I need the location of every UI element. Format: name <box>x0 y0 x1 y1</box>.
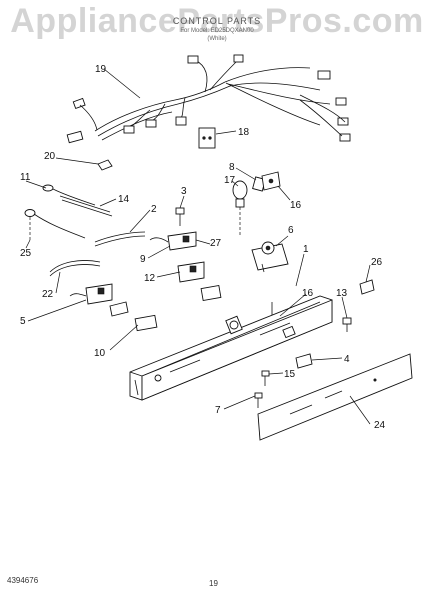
drain-tube <box>49 260 101 277</box>
callout-3: 3 <box>181 186 187 197</box>
callout-26: 25 <box>20 248 32 259</box>
callout-16: 16 <box>302 288 314 299</box>
thermostat <box>251 241 289 273</box>
bracket <box>109 301 129 317</box>
label-10 <box>134 314 158 332</box>
callout-25: 24 <box>374 420 386 431</box>
footer-code: 4394676 <box>7 576 39 585</box>
callout-2: 2 <box>151 204 157 215</box>
callout-12: 12 <box>144 273 156 284</box>
diagram-heading: CONTROL PARTS <box>172 16 262 26</box>
diagram-subheading-color: (White) <box>207 36 227 42</box>
label-27 <box>200 285 222 301</box>
sensor <box>24 184 96 240</box>
callout-6: 6 <box>288 225 294 236</box>
callout-7: 7 <box>215 405 221 416</box>
callout-5: 5 <box>20 316 26 327</box>
callout-10: 10 <box>94 348 106 359</box>
callout-8: 8 <box>229 162 235 173</box>
callout-1: 1 <box>303 244 309 255</box>
screw <box>175 207 185 226</box>
wire-clip <box>97 159 113 171</box>
callout-11: 11 <box>20 172 31 183</box>
switch-lower <box>69 283 113 305</box>
callout-18: 18 <box>238 127 250 138</box>
screw-13 <box>342 317 352 332</box>
screw-7 <box>254 392 263 408</box>
callout-4: 4 <box>344 354 350 365</box>
callout-19: 17 <box>224 175 236 186</box>
callout-9: 9 <box>140 254 146 265</box>
callout-15: 15 <box>284 369 296 380</box>
callout-27: 27 <box>210 238 222 249</box>
callout-numbers: 19 18 20 11 14 2 3 27 9 12 25 22 5 10 17… <box>20 64 386 431</box>
switch <box>149 231 197 251</box>
watermark: AppliancePartsPros.com <box>10 2 424 40</box>
callout-14: 14 <box>118 194 130 205</box>
callout-24: 26 <box>371 257 383 268</box>
callout-22: 20 <box>44 151 56 162</box>
screw-15 <box>261 370 270 386</box>
callout-17: 16 <box>290 200 302 211</box>
wire-harness <box>66 54 351 144</box>
clip-24 <box>359 279 375 295</box>
front-panel <box>257 353 413 441</box>
light-bulb <box>232 180 248 235</box>
connector-plate <box>198 127 216 149</box>
tube <box>59 195 113 217</box>
leader-lines <box>25 68 371 425</box>
callout-20: 19 <box>95 64 107 75</box>
page-number: 19 <box>209 579 218 588</box>
light-socket <box>252 171 281 192</box>
diagram-subheading: For Model: ED25DQXAN00 <box>180 28 254 34</box>
control-housing <box>129 295 333 401</box>
callout-13: 13 <box>336 288 348 299</box>
callout-23: 22 <box>42 289 54 300</box>
capillary-tube <box>94 231 146 247</box>
clip-4 <box>295 353 313 369</box>
switch-mid <box>177 261 205 283</box>
